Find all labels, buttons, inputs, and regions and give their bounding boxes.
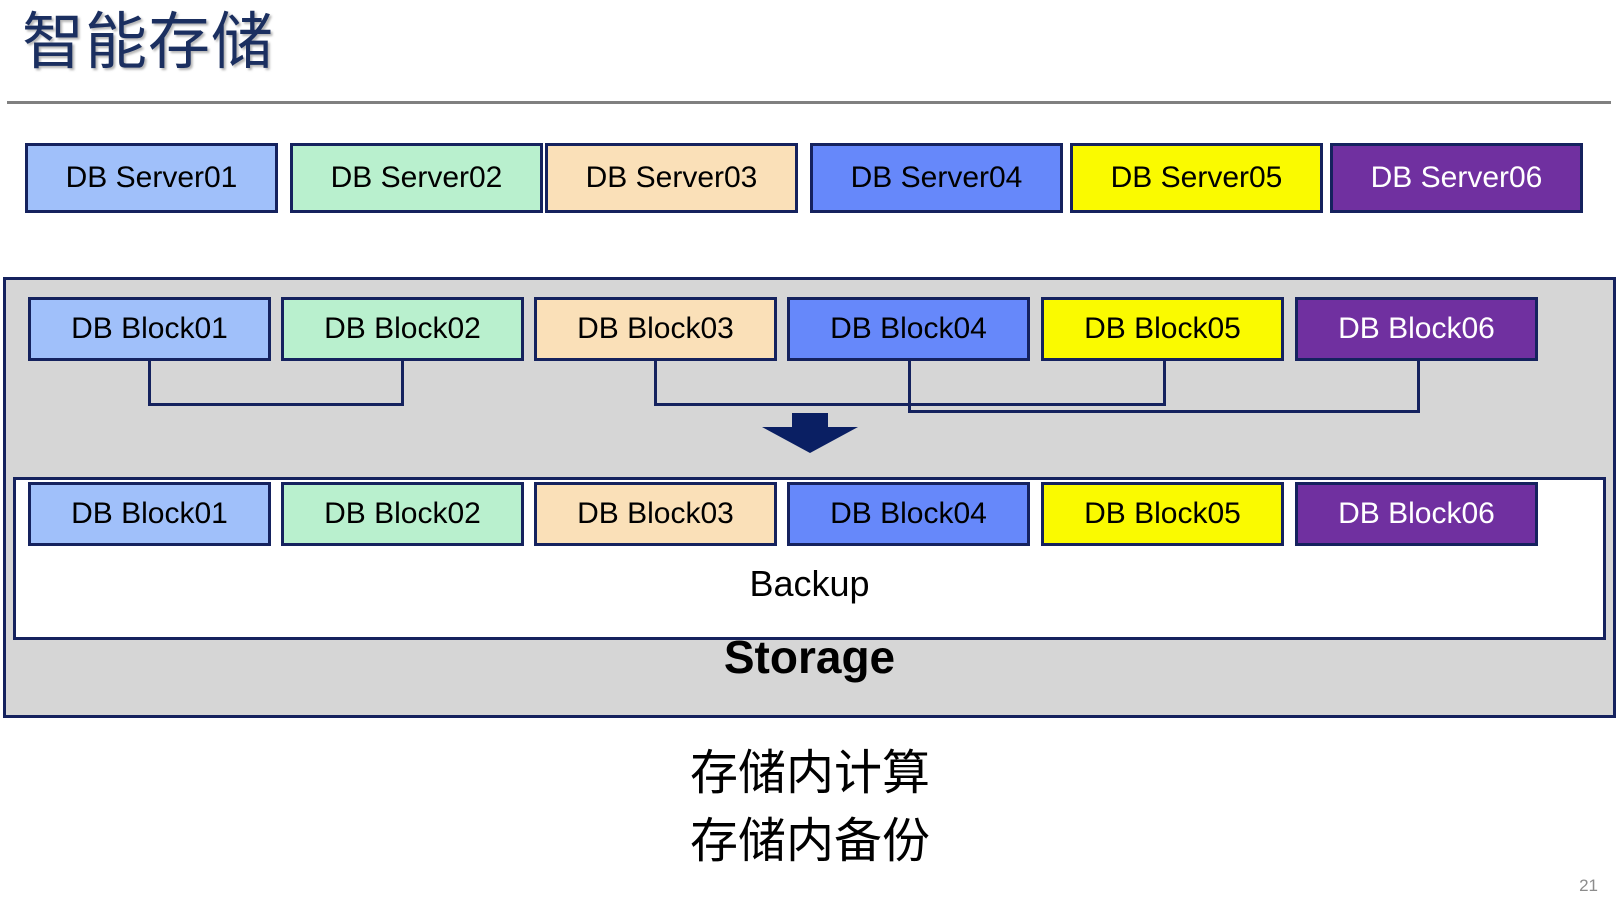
db-server-box-3[interactable]: DB Server03 [545,143,798,213]
db-block-bottom-box-3[interactable]: DB Block03 [534,482,777,546]
db-server-box-label: DB Server01 [65,161,238,194]
db-block-top-box-5[interactable]: DB Block05 [1041,297,1284,361]
db-block-bottom-box-label: DB Block06 [1338,497,1495,530]
db-block-bottom-box-2[interactable]: DB Block02 [281,482,524,546]
db-block-top-box-4[interactable]: DB Block04 [787,297,1030,361]
db-server-box-label: DB Server02 [330,161,503,194]
connector-block01-block02-left-leg [148,361,151,406]
db-server-box-6[interactable]: DB Server06 [1330,143,1583,213]
db-block-top-box-label: DB Block02 [324,312,481,345]
db-block-top-box-label: DB Block05 [1084,312,1241,345]
connector-block03-block05-left-leg [654,361,657,406]
down-arrow-icon [754,413,866,453]
title-divider [7,101,1611,104]
db-server-box-label: DB Server03 [585,161,758,194]
db-block-bottom-box-label: DB Block03 [577,497,734,530]
db-block-top-box-2[interactable]: DB Block02 [281,297,524,361]
storage-label: Storage [723,631,896,683]
connector-block04-block06-left-leg [908,361,911,413]
db-block-bottom-box-label: DB Block01 [71,497,228,530]
connector-block04-block06-bar [908,410,1420,413]
db-server-box-1[interactable]: DB Server01 [25,143,278,213]
slide-number: 21 [1579,876,1598,895]
db-block-bottom-box-5[interactable]: DB Block05 [1041,482,1284,546]
connector-block03-block05-right-leg [1163,361,1166,406]
connector-block01-block02-right-leg [401,361,404,406]
db-block-top-box-1[interactable]: DB Block01 [28,297,271,361]
caption-line-1: 存储内计算 [689,747,930,800]
db-block-top-box-label: DB Block04 [830,312,987,345]
db-block-bottom-box-label: DB Block04 [830,497,987,530]
db-block-top-box-6[interactable]: DB Block06 [1295,297,1538,361]
db-block-top-box-3[interactable]: DB Block03 [534,297,777,361]
connector-block04-block06-right-leg [1417,361,1420,413]
db-block-bottom-box-4[interactable]: DB Block04 [787,482,1030,546]
caption-line-2: 存储内备份 [689,815,930,869]
db-server-box-label: DB Server04 [850,161,1023,194]
db-block-bottom-box-label: DB Block05 [1084,497,1241,530]
connector-block01-block02-bar [148,403,404,406]
db-block-bottom-box-1[interactable]: DB Block01 [28,482,271,546]
db-block-top-box-label: DB Block01 [71,312,228,345]
caption-block: 存储内计算存储内备份 [0,740,1620,876]
db-server-box-5[interactable]: DB Server05 [1070,143,1323,213]
backup-label: Backup [749,563,870,604]
db-server-box-4[interactable]: DB Server04 [810,143,1063,213]
db-block-bottom-box-6[interactable]: DB Block06 [1295,482,1538,546]
db-block-top-box-label: DB Block06 [1338,312,1495,345]
page-title: 智能存储 [22,8,275,77]
db-server-box-label: DB Server06 [1370,161,1543,194]
db-block-top-box-label: DB Block03 [577,312,734,345]
db-block-bottom-box-label: DB Block02 [324,497,481,530]
db-server-box-2[interactable]: DB Server02 [290,143,543,213]
db-server-box-label: DB Server05 [1110,161,1283,194]
